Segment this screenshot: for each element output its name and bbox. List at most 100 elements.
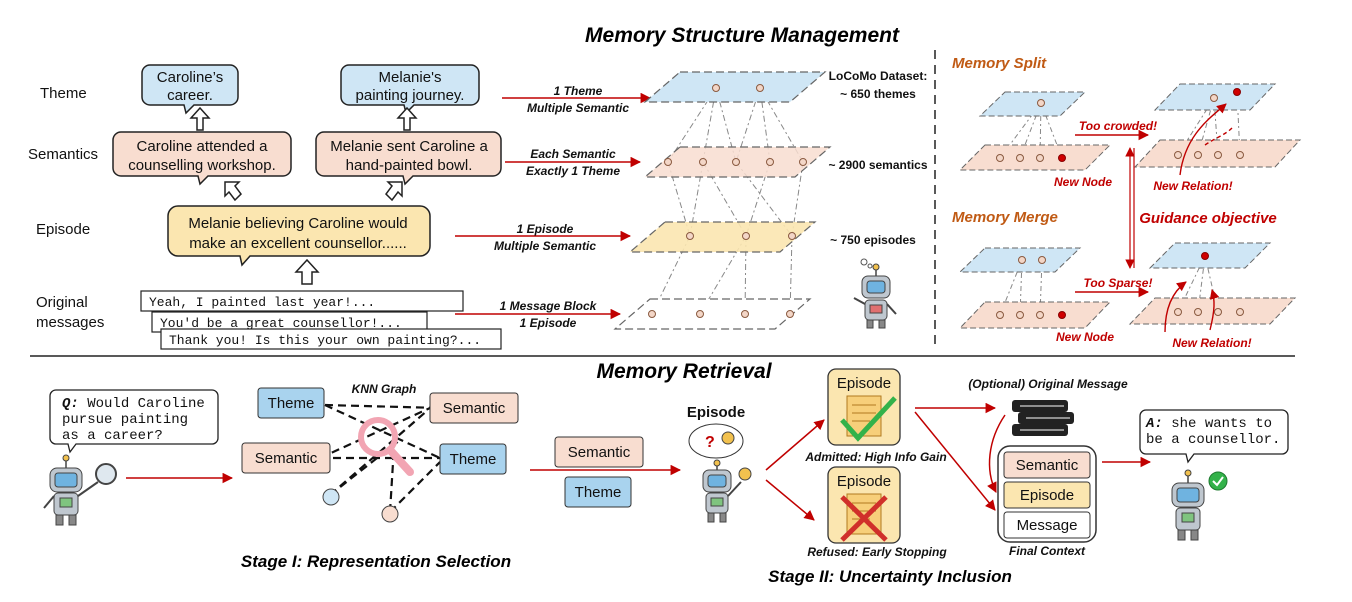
theme-b-line1: Melanie's: [379, 69, 442, 86]
hollow-arrows: [189, 106, 418, 285]
arrow-to-context: [914, 411, 996, 511]
knn-semantic-2-label: Semantic: [255, 450, 318, 467]
level-original-1: Original: [36, 294, 88, 311]
final-context-box: Semantic Episode Message: [997, 445, 1097, 543]
level-original-2: messages: [36, 314, 104, 331]
stat-themes: ~ 650 themes: [840, 87, 916, 101]
knn-semantic-2: Semantic: [241, 442, 331, 474]
rel-1a: 1 Theme: [554, 84, 603, 98]
question-bubble: Q: Would Caroline pursue painting as a c…: [49, 389, 219, 454]
knn-semantic-1-label: Semantic: [443, 400, 506, 417]
stat-semantics: ~ 2900 semantics: [828, 158, 927, 172]
guidance-title: Guidance objective: [1139, 210, 1277, 227]
split-before: [958, 91, 1112, 171]
retrieval-title: Memory Retrieval: [596, 360, 772, 383]
knn-theme-1: Theme: [257, 387, 325, 419]
knn-theme-2-label: Theme: [450, 451, 497, 468]
robot-search-icon: [43, 454, 117, 526]
books-icon: [1012, 400, 1074, 436]
question-line1: Would Caroline: [79, 396, 205, 412]
episode-line2: make an excellent counsellor......: [189, 235, 407, 252]
question-q: Q:: [62, 396, 79, 412]
message-2: You'd be a great counsellor!...: [160, 316, 402, 331]
optional-label: (Optional) Original Message: [968, 377, 1128, 391]
rel-4a: 1 Message Block: [500, 299, 598, 313]
merge-new-relation: New Relation!: [1172, 336, 1251, 350]
ctx-message: Message: [1017, 517, 1078, 534]
merge-before: [958, 247, 1112, 329]
final-context-label: Final Context: [1009, 544, 1086, 558]
theme-bubble-caroline: Caroline’s career.: [141, 64, 239, 115]
message-stack: Yeah, I painted last year!... You'd be a…: [140, 290, 502, 350]
semantic-bubble-caroline: Caroline attended a counselling workshop…: [112, 131, 292, 186]
selected-theme-label: Theme: [575, 484, 622, 501]
selected-semantic-label: Semantic: [568, 444, 631, 461]
sem-a-line1: Caroline attended a: [137, 138, 269, 155]
stage1-title: Stage I: Representation Selection: [241, 552, 511, 571]
theme-a-line1: Caroline’s: [157, 69, 223, 86]
question-line3: as a career?: [62, 428, 163, 444]
theme-a-line2: career.: [167, 87, 213, 104]
rel-1b: Multiple Semantic: [527, 101, 629, 115]
message-3: Thank you! Is this your own painting?...: [169, 333, 481, 348]
robot-thinking-icon: [702, 459, 752, 523]
semantic-bubble-melanie: Melanie sent Caroline a hand-painted bow…: [315, 131, 502, 186]
svg-text:?: ?: [705, 434, 715, 451]
episode-agent-label: Episode: [687, 404, 745, 421]
refused-episode-label: Episode: [837, 473, 891, 490]
rel-3a: 1 Episode: [517, 222, 574, 236]
thought-bubble-icon: ?: [688, 423, 744, 459]
svg-text:A: she wants to: A: she wants to: [1145, 416, 1272, 432]
split-new-node: New Node: [1054, 175, 1112, 189]
admitted-episode-label: Episode: [837, 375, 891, 392]
rel-3b: Multiple Semantic: [494, 239, 596, 253]
theme-b-line2: painting journey.: [356, 87, 465, 104]
selected-semantic: Semantic: [554, 436, 644, 468]
split-title: Memory Split: [952, 55, 1047, 72]
structure-title: Memory Structure Management: [585, 24, 900, 47]
merge-sparse: Too Sparse!: [1084, 276, 1153, 290]
rel-4b: 1 Episode: [520, 316, 577, 330]
ctx-episode: Episode: [1020, 487, 1074, 504]
refused-caption: Refused: Early Stopping: [807, 545, 947, 559]
selected-theme: Theme: [564, 476, 632, 508]
rel-2b: Exactly 1 Theme: [526, 164, 620, 178]
refused-episode-card: Episode: [827, 466, 901, 544]
answer-a: A:: [1145, 416, 1163, 432]
arrow-refuse: [765, 479, 815, 521]
robot-answer-icon: [1171, 469, 1228, 541]
rel-2a: Each Semantic: [530, 147, 616, 161]
merge-after: [1128, 242, 1297, 333]
arrow-books-to-context: [987, 414, 1006, 493]
level-episode: Episode: [36, 221, 90, 238]
robot-top-icon: [853, 258, 897, 329]
arrow-admit: [765, 419, 825, 471]
sem-a-line2: counselling workshop.: [128, 157, 276, 174]
theme-bubble-melanie: Melanie's painting journey.: [340, 64, 480, 115]
episode-line1: Melanie believing Caroline would: [188, 215, 407, 232]
admitted-episode-card: Episode: [827, 368, 901, 446]
split-new-relation: New Relation!: [1153, 179, 1232, 193]
question-line2: pursue painting: [62, 412, 188, 428]
ctx-semantic: Semantic: [1016, 457, 1079, 474]
answer-bubble: A: she wants to be a counsellor.: [1139, 409, 1289, 464]
svg-text:Q: Would Caroline: Q: Would Caroline: [62, 396, 205, 412]
answer-line2: be a counsellor.: [1146, 432, 1280, 448]
level-semantics: Semantics: [28, 146, 98, 163]
knn-theme-2: Theme: [439, 443, 507, 475]
knn-semantic-1: Semantic: [429, 392, 519, 424]
split-after: [1133, 83, 1302, 176]
stat-episodes: ~ 750 episodes: [830, 233, 916, 247]
merge-new-node: New Node: [1056, 330, 1114, 344]
checkmark-icon: [840, 396, 897, 442]
episode-bubble: Melanie believing Caroline would make an…: [167, 205, 431, 267]
knn-theme-1-label: Theme: [268, 395, 315, 412]
split-crowded: Too crowded!: [1079, 119, 1157, 133]
sem-b-line2: hand-painted bowl.: [346, 157, 473, 174]
knn-graph: [319, 403, 441, 523]
layer-stack: [613, 71, 832, 330]
relation-arrows: [455, 92, 652, 320]
answer-line1: she wants to: [1163, 416, 1272, 432]
sem-b-line1: Melanie sent Caroline a: [330, 138, 488, 155]
